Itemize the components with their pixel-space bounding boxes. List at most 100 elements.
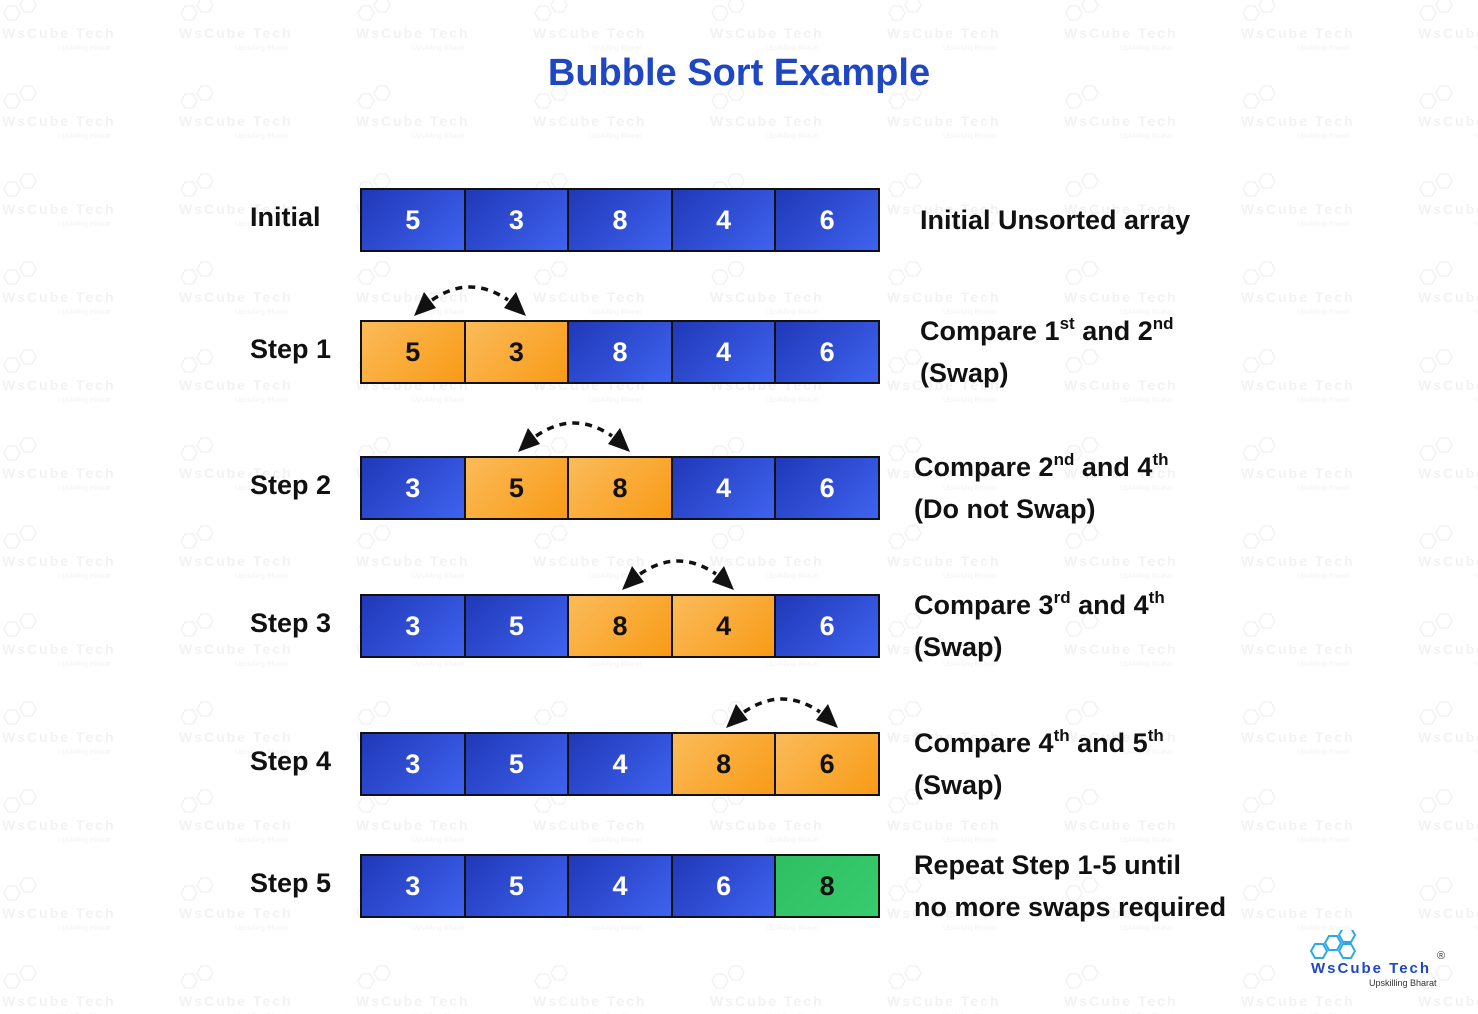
row-initial: Initial 5 3 8 4 6 Initial Unsorted array: [0, 188, 1478, 252]
svg-text:WsCube Tech: WsCube Tech: [887, 289, 1001, 305]
svg-text:WsCube Tech: WsCube Tech: [887, 25, 1001, 41]
svg-text:Upskilling Bharat: Upskilling Bharat: [1297, 397, 1350, 404]
svg-text:WsCube Tech: WsCube Tech: [2, 817, 116, 833]
array-cell: 5: [465, 856, 570, 916]
svg-text:WsCube Tech: WsCube Tech: [533, 817, 647, 833]
description-line: Compare 3rd and 4th: [914, 588, 1165, 620]
array-cell: 8: [569, 596, 673, 656]
svg-text:Upskilling Bharat: Upskilling Bharat: [1474, 45, 1478, 52]
svg-text:WsCube Tech: WsCube Tech: [1241, 113, 1355, 129]
swap-arrow-curve: [431, 285, 509, 302]
svg-text:Upskilling Bharat: Upskilling Bharat: [58, 573, 111, 580]
svg-text:WsCube Tech: WsCube Tech: [1241, 993, 1355, 1009]
description-line: Compare 1st and 2nd: [920, 314, 1174, 346]
array-cell: 5: [362, 190, 466, 250]
svg-text:WsCube Tech: WsCube Tech: [1418, 289, 1478, 305]
array-cell: 3: [362, 856, 466, 916]
svg-text:Upskilling Bharat: Upskilling Bharat: [1474, 925, 1478, 932]
array-cell: 5: [465, 734, 570, 794]
svg-text:WsCube Tech: WsCube Tech: [1241, 289, 1355, 305]
svg-text:Upskilling Bharat: Upskilling Bharat: [1297, 309, 1350, 316]
svg-text:Upskilling Bharat: Upskilling Bharat: [766, 133, 819, 140]
svg-text:WsCube Tech: WsCube Tech: [1064, 553, 1178, 569]
svg-text:WsCube Tech: WsCube Tech: [887, 817, 1001, 833]
svg-text:WsCube Tech: WsCube Tech: [356, 817, 470, 833]
svg-text:Upskilling Bharat: Upskilling Bharat: [943, 837, 996, 844]
array-row: 3 5 4 8 6: [360, 732, 880, 796]
svg-text:WsCube Tech: WsCube Tech: [2, 993, 116, 1009]
swap-arrow-icon: [518, 421, 630, 452]
row-description: Compare 2nd and 4th (Do not Swap): [914, 446, 1168, 530]
row-label: Initial: [250, 202, 321, 232]
svg-text:WsCube Tech: WsCube Tech: [710, 25, 824, 41]
svg-text:WsCube Tech: WsCube Tech: [1241, 25, 1355, 41]
svg-text:Upskilling Bharat: Upskilling Bharat: [58, 925, 111, 932]
array-row: 5 3 8 4 6: [360, 320, 880, 384]
logo-wordmark: WsCube Tech: [1311, 960, 1432, 977]
array-cell: 4: [672, 322, 777, 382]
svg-text:Upskilling Bharat: Upskilling Bharat: [1297, 837, 1350, 844]
description-line: no more swaps required: [914, 892, 1227, 922]
svg-text:Upskilling Bharat: Upskilling Bharat: [1474, 397, 1478, 404]
brand-logo: WsCube Tech ® Upskilling Bharat: [1305, 930, 1455, 992]
svg-text:Upskilling Bharat: Upskilling Bharat: [1474, 573, 1478, 580]
svg-text:WsCube Tech: WsCube Tech: [887, 993, 1001, 1009]
description-line: Compare 2nd and 4th: [914, 450, 1169, 482]
description-line: Compare 4th and 5th: [914, 726, 1164, 758]
svg-text:Upskilling Bharat: Upskilling Bharat: [412, 397, 465, 404]
svg-text:Upskilling Bharat: Upskilling Bharat: [58, 661, 111, 668]
svg-text:Upskilling Bharat: Upskilling Bharat: [58, 397, 111, 404]
hexagon-logo-icon: [1309, 930, 1357, 959]
svg-text:Upskilling Bharat: Upskilling Bharat: [1474, 309, 1478, 316]
arrowhead-right: [712, 566, 734, 590]
svg-text:WsCube Tech: WsCube Tech: [1418, 993, 1478, 1009]
svg-text:Upskilling Bharat: Upskilling Bharat: [589, 45, 642, 52]
svg-text:WsCube Tech: WsCube Tech: [179, 113, 293, 129]
svg-text:Upskilling Bharat: Upskilling Bharat: [1297, 45, 1350, 52]
svg-text:Upskilling Bharat: Upskilling Bharat: [1297, 661, 1350, 668]
svg-text:WsCube Tech: WsCube Tech: [356, 25, 470, 41]
row-step-2: Step 2 3 5 8 4 6 Compare 2nd and 4th (Do…: [0, 451, 1478, 524]
description-line: Repeat Step 1-5 until: [914, 850, 1182, 880]
svg-text:Upskilling Bharat: Upskilling Bharat: [235, 309, 288, 316]
registered-mark: ®: [1437, 950, 1446, 962]
svg-text:Upskilling Bharat: Upskilling Bharat: [766, 45, 819, 52]
svg-text:Upskilling Bharat: Upskilling Bharat: [235, 397, 288, 404]
row-step-4: Step 4 3 5 4 8 6 Compare 4th and 5th (Sw…: [0, 727, 1478, 800]
svg-text:Upskilling Bharat: Upskilling Bharat: [412, 837, 465, 844]
svg-text:WsCube Tech: WsCube Tech: [179, 553, 293, 569]
svg-text:WsCube Tech: WsCube Tech: [356, 993, 470, 1009]
svg-text:WsCube Tech: WsCube Tech: [2, 113, 116, 129]
svg-text:WsCube Tech: WsCube Tech: [710, 113, 824, 129]
svg-text:Upskilling Bharat: Upskilling Bharat: [943, 45, 996, 52]
array-cell: 4: [672, 596, 777, 656]
svg-text:Upskilling Bharat: Upskilling Bharat: [58, 45, 111, 52]
svg-text:Upskilling Bharat: Upskilling Bharat: [1474, 661, 1478, 668]
array-cell: 6: [776, 458, 878, 518]
svg-text:WsCube Tech: WsCube Tech: [887, 553, 1001, 569]
array-cell: 3: [465, 322, 570, 382]
svg-text:WsCube Tech: WsCube Tech: [356, 113, 470, 129]
array-cell: 6: [776, 190, 878, 250]
svg-text:WsCube Tech: WsCube Tech: [1241, 553, 1355, 569]
logo-tagline: Upskilling Bharat: [1369, 978, 1437, 988]
svg-text:Upskilling Bharat: Upskilling Bharat: [589, 397, 642, 404]
array-cell: 6: [672, 856, 777, 916]
svg-text:Upskilling Bharat: Upskilling Bharat: [1474, 133, 1478, 140]
array-cell: 4: [569, 734, 673, 794]
